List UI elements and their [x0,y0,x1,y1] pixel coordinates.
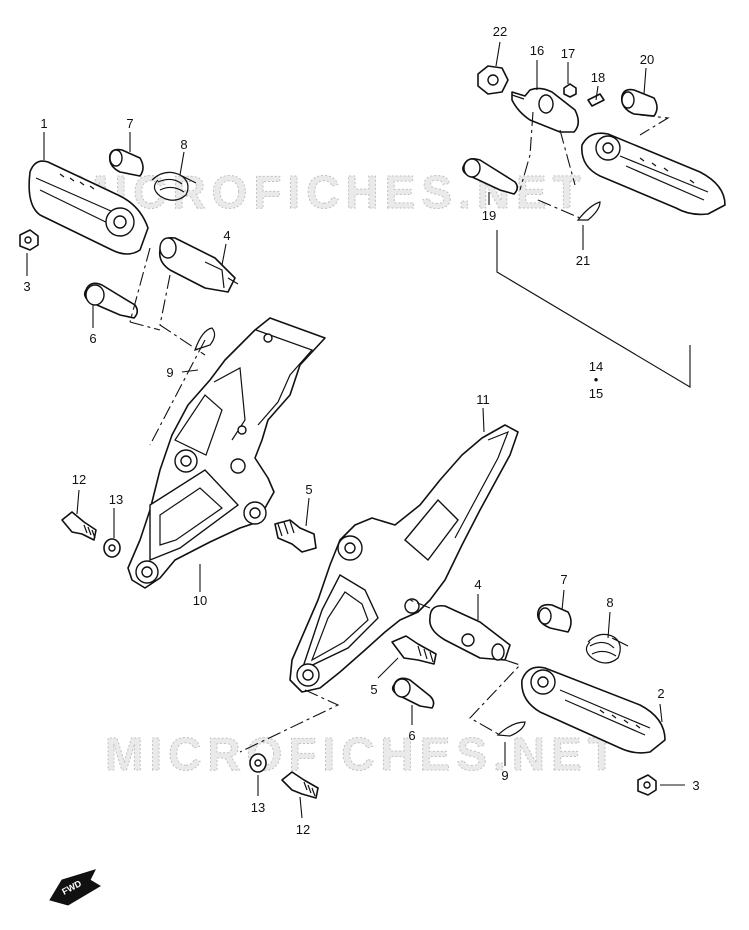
assembly-line-right [239,599,521,753]
leader-lines [26,41,685,819]
callout-18: 18 [591,70,605,85]
assembly-line-left [129,247,206,446]
callout-10: 10 [193,593,207,608]
callout-4-left: 4 [223,228,230,243]
callout-15: 15 [589,386,603,401]
footpeg-rear [581,132,726,216]
pin-19 [462,158,519,195]
set-bracket-14-15 [496,230,691,388]
assembly-line-rear [519,111,670,219]
callout-19: 19 [482,208,496,223]
callout-21: 21 [576,253,590,268]
nut-right [637,774,657,796]
bracket-right [289,424,519,693]
peg-pivot-left [158,236,239,293]
callout-3-right: 3 [692,778,699,793]
bolt-12-left [61,511,97,541]
pivot-16 [511,87,580,133]
pin-left [83,282,139,319]
peg-cap-left [108,148,144,177]
callout-9-right: 9 [501,768,508,783]
footpeg-right [521,666,666,754]
callout-3-left: 3 [23,279,30,294]
callout-4-right: 4 [474,577,481,592]
callout-13-right: 13 [251,800,265,815]
callout-14: 14 [589,359,603,374]
fwd-arrow-icon: FWD [49,869,101,906]
washer-13-right [249,753,267,773]
callout-2: 2 [657,686,664,701]
nut-left [19,229,39,251]
spring-left [151,171,197,201]
callout-16: 16 [530,43,544,58]
callout-8-left: 8 [180,137,187,152]
cap-20 [620,88,658,117]
nut-22 [477,65,509,95]
callout-1: 1 [40,116,47,131]
callout-12-left: 12 [72,472,86,487]
peg-pivot-right [428,604,511,661]
callout-7-left: 7 [126,116,133,131]
callout-labels: 1 3 7 8 4 6 9 12 13 10 5 11 4 5 6 9 7 8 … [23,24,699,837]
bracket-left [127,317,326,589]
peg-cap-right [536,603,572,633]
callout-12-right: 12 [296,822,310,837]
callout-6-right: 6 [408,728,415,743]
spring-right [585,633,629,664]
callout-11: 11 [476,392,490,407]
washer-13-left [103,538,121,558]
callout-13-left: 13 [109,492,123,507]
callout-20: 20 [640,52,654,67]
callout-set-dot: • [594,372,599,387]
bolt-12-right [281,771,319,799]
pin-right [391,677,435,709]
footpeg-left [28,160,149,255]
bolt-5-right [391,635,437,665]
callout-6-left: 6 [89,331,96,346]
callout-22: 22 [493,24,507,39]
cotter-left [194,327,216,351]
callout-8-right: 8 [606,595,613,610]
cotter-21 [576,201,601,221]
pin-17 [563,83,577,98]
callout-7-right: 7 [560,572,567,587]
watermark-bottom: MICROFICHES.NET [105,728,622,780]
callout-9-left: 9 [166,365,173,380]
callout-5-right: 5 [370,682,377,697]
callout-5-left: 5 [305,482,312,497]
cotter-right [496,721,526,737]
callout-17: 17 [561,46,575,61]
bolt-5-left [274,519,317,553]
